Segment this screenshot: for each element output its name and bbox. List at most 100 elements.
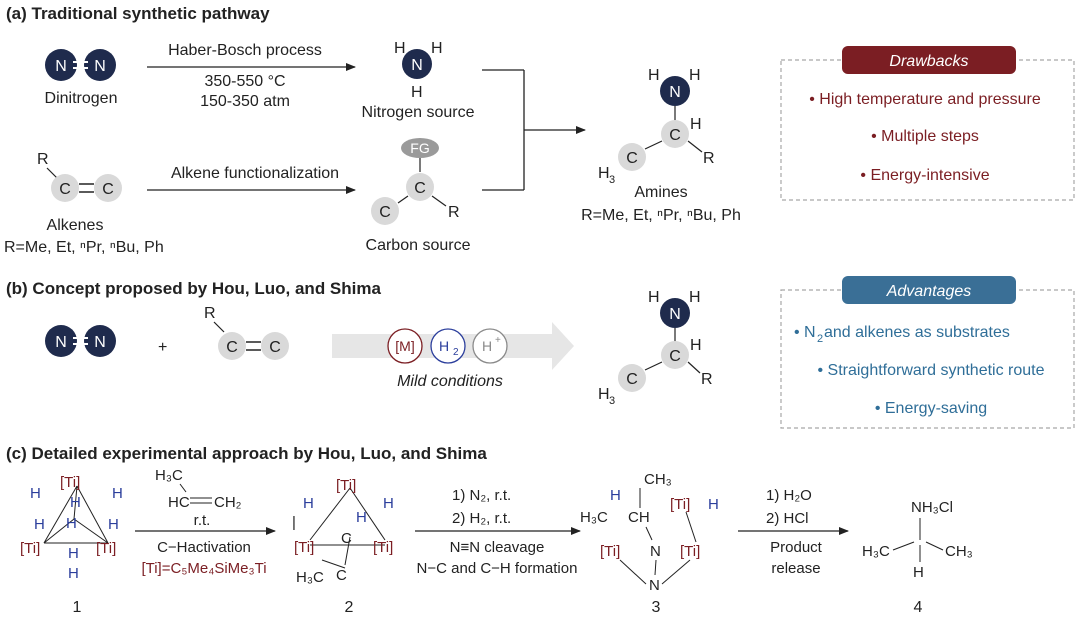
svg-text:N: N	[669, 84, 681, 101]
functionalization-label: Alkene functionalization	[171, 165, 339, 182]
drawback-2: • Multiple steps	[871, 128, 979, 145]
dinitrogen-label: Dinitrogen	[45, 90, 118, 107]
svg-text:C: C	[336, 567, 347, 584]
svg-text:H₃C: H₃C	[155, 467, 183, 484]
step-1-reagents: H₃C HC CH₂ r.t.	[155, 467, 242, 529]
svg-text:C: C	[626, 150, 638, 167]
amines-label: Amines	[634, 184, 687, 201]
svg-text:H: H	[383, 495, 394, 512]
svg-text:H: H	[356, 509, 367, 526]
section-c-heading: (c) Detailed experimental approach by Ho…	[6, 444, 487, 463]
advantage-2: • Straightforward synthetic route	[817, 362, 1044, 379]
svg-text:N: N	[94, 334, 106, 351]
svg-text:[Ti]: [Ti]	[600, 543, 620, 560]
ammonia-molecule: N H H H	[394, 40, 443, 101]
svg-text:H: H	[708, 496, 719, 513]
svg-text:H: H	[303, 495, 314, 512]
svg-text:NH₃Cl: NH₃Cl	[911, 499, 953, 516]
step-3-reagents: 1) H₂O 2) HCl	[766, 487, 812, 527]
svg-text:and alkenes as substrates: and alkenes as substrates	[824, 324, 1010, 341]
svg-text:[Ti]: [Ti]	[670, 496, 690, 513]
svg-text:H: H	[68, 545, 79, 562]
svg-text:[Ti]: [Ti]	[336, 477, 356, 494]
haber-label: Haber-Bosch process	[168, 42, 322, 59]
svg-text:C: C	[59, 181, 71, 198]
svg-text:C: C	[102, 181, 114, 198]
svg-text:C: C	[341, 530, 352, 547]
section-a-heading: (a) Traditional synthetic pathway	[6, 4, 270, 23]
advantage-3: • Energy-saving	[875, 400, 987, 417]
svg-text:3: 3	[609, 395, 615, 407]
svg-text:CH₃: CH₃	[945, 543, 973, 560]
svg-text:[Ti]: [Ti]	[60, 474, 80, 491]
drawbacks-box: Drawbacks • High temperature and pressur…	[780, 46, 1075, 201]
svg-text:R: R	[701, 371, 713, 388]
svg-text:N: N	[94, 58, 106, 75]
svg-text:1) H₂O: 1) H₂O	[766, 487, 812, 504]
svg-text:H₃C: H₃C	[296, 569, 324, 586]
compound-label-3: 3	[652, 599, 661, 616]
svg-text:H: H	[70, 494, 81, 511]
svg-text:H: H	[34, 516, 45, 533]
svg-text:H: H	[394, 40, 406, 57]
svg-text:[Ti]: [Ti]	[96, 540, 116, 557]
alkenes-label: Alkenes	[47, 217, 104, 234]
svg-text:C: C	[379, 204, 391, 221]
drawbacks-title: Drawbacks	[889, 53, 968, 70]
svg-text:H: H	[689, 289, 701, 306]
compound-label-4: 4	[914, 599, 923, 616]
svg-text:H₃C: H₃C	[862, 543, 890, 560]
svg-text:CH₂: CH₂	[214, 494, 242, 511]
mild-conditions-label: Mild conditions	[397, 373, 503, 390]
compound-label-1: 1	[73, 599, 82, 616]
svg-text:H: H	[411, 84, 423, 101]
merge-connector	[482, 69, 586, 191]
svg-text:C: C	[669, 127, 681, 144]
compound-3: CH₃ H H₃C CH [Ti] H N [Ti] [Ti] N	[580, 471, 719, 594]
nitrogen-source-label: Nitrogen source	[362, 104, 475, 121]
svg-text:FG: FG	[410, 140, 429, 156]
svg-text:CH₃: CH₃	[644, 471, 672, 488]
svg-text:2: 2	[817, 333, 823, 345]
h2-label: H	[439, 338, 449, 354]
svg-text:C: C	[414, 180, 426, 197]
compound-label-2: 2	[345, 599, 354, 616]
advantage-1: • N 2 and alkenes as substrates	[794, 324, 1010, 345]
svg-text:C: C	[226, 339, 238, 356]
svg-text:N: N	[55, 334, 67, 351]
svg-text:R: R	[703, 150, 715, 167]
hplus-label: H	[482, 338, 492, 354]
svg-text:• N: • N	[794, 324, 816, 341]
svg-text:H: H	[68, 565, 79, 582]
svg-text:[Ti]: [Ti]	[20, 540, 40, 557]
compound-1: [Ti] [Ti] [Ti] H H H H H H H H	[20, 474, 123, 582]
drawback-3: • Energy-intensive	[860, 167, 989, 184]
svg-text:3: 3	[609, 174, 615, 186]
svg-text:HC: HC	[168, 494, 190, 511]
svg-text:2: 2	[453, 347, 459, 358]
step-1-ch-activation: C−Hactivation	[157, 539, 251, 556]
compound-2: [Ti] [Ti] [Ti] H H H | C C H₃C	[292, 477, 394, 586]
alkenes-r-groups: R=Me, Et, ⁿPr, ⁿBu, Ph	[4, 239, 164, 256]
svg-text:H: H	[66, 515, 77, 532]
carbon-source-molecule: FG C C R	[371, 138, 460, 225]
svg-text:R: R	[37, 151, 49, 168]
amines-r-groups: R=Me, Et, ⁿPr, ⁿBu, Ph	[581, 207, 741, 224]
svg-text:H: H	[610, 487, 621, 504]
svg-text:N: N	[649, 577, 660, 594]
svg-text:H: H	[431, 40, 443, 57]
svg-text:N: N	[411, 57, 423, 74]
alkene-molecule-b: R C C	[204, 305, 289, 360]
step-2-reagents: 1) N₂, r.t. 2) H₂, r.t.	[452, 487, 511, 527]
dinitrogen-molecule-b: N N	[45, 325, 116, 357]
svg-text:H: H	[648, 289, 660, 306]
svg-text:C: C	[269, 339, 281, 356]
svg-text:[Ti]: [Ti]	[294, 539, 314, 556]
amine-molecule-a: N H H C H C R H 3	[598, 67, 715, 186]
section-b-heading: (b) Concept proposed by Hou, Luo, and Sh…	[6, 279, 381, 298]
svg-text:2) HCl: 2) HCl	[766, 510, 809, 527]
release-label: release	[771, 560, 820, 577]
svg-text:1) N₂, r.t.: 1) N₂, r.t.	[452, 487, 511, 504]
svg-text:C: C	[669, 348, 681, 365]
